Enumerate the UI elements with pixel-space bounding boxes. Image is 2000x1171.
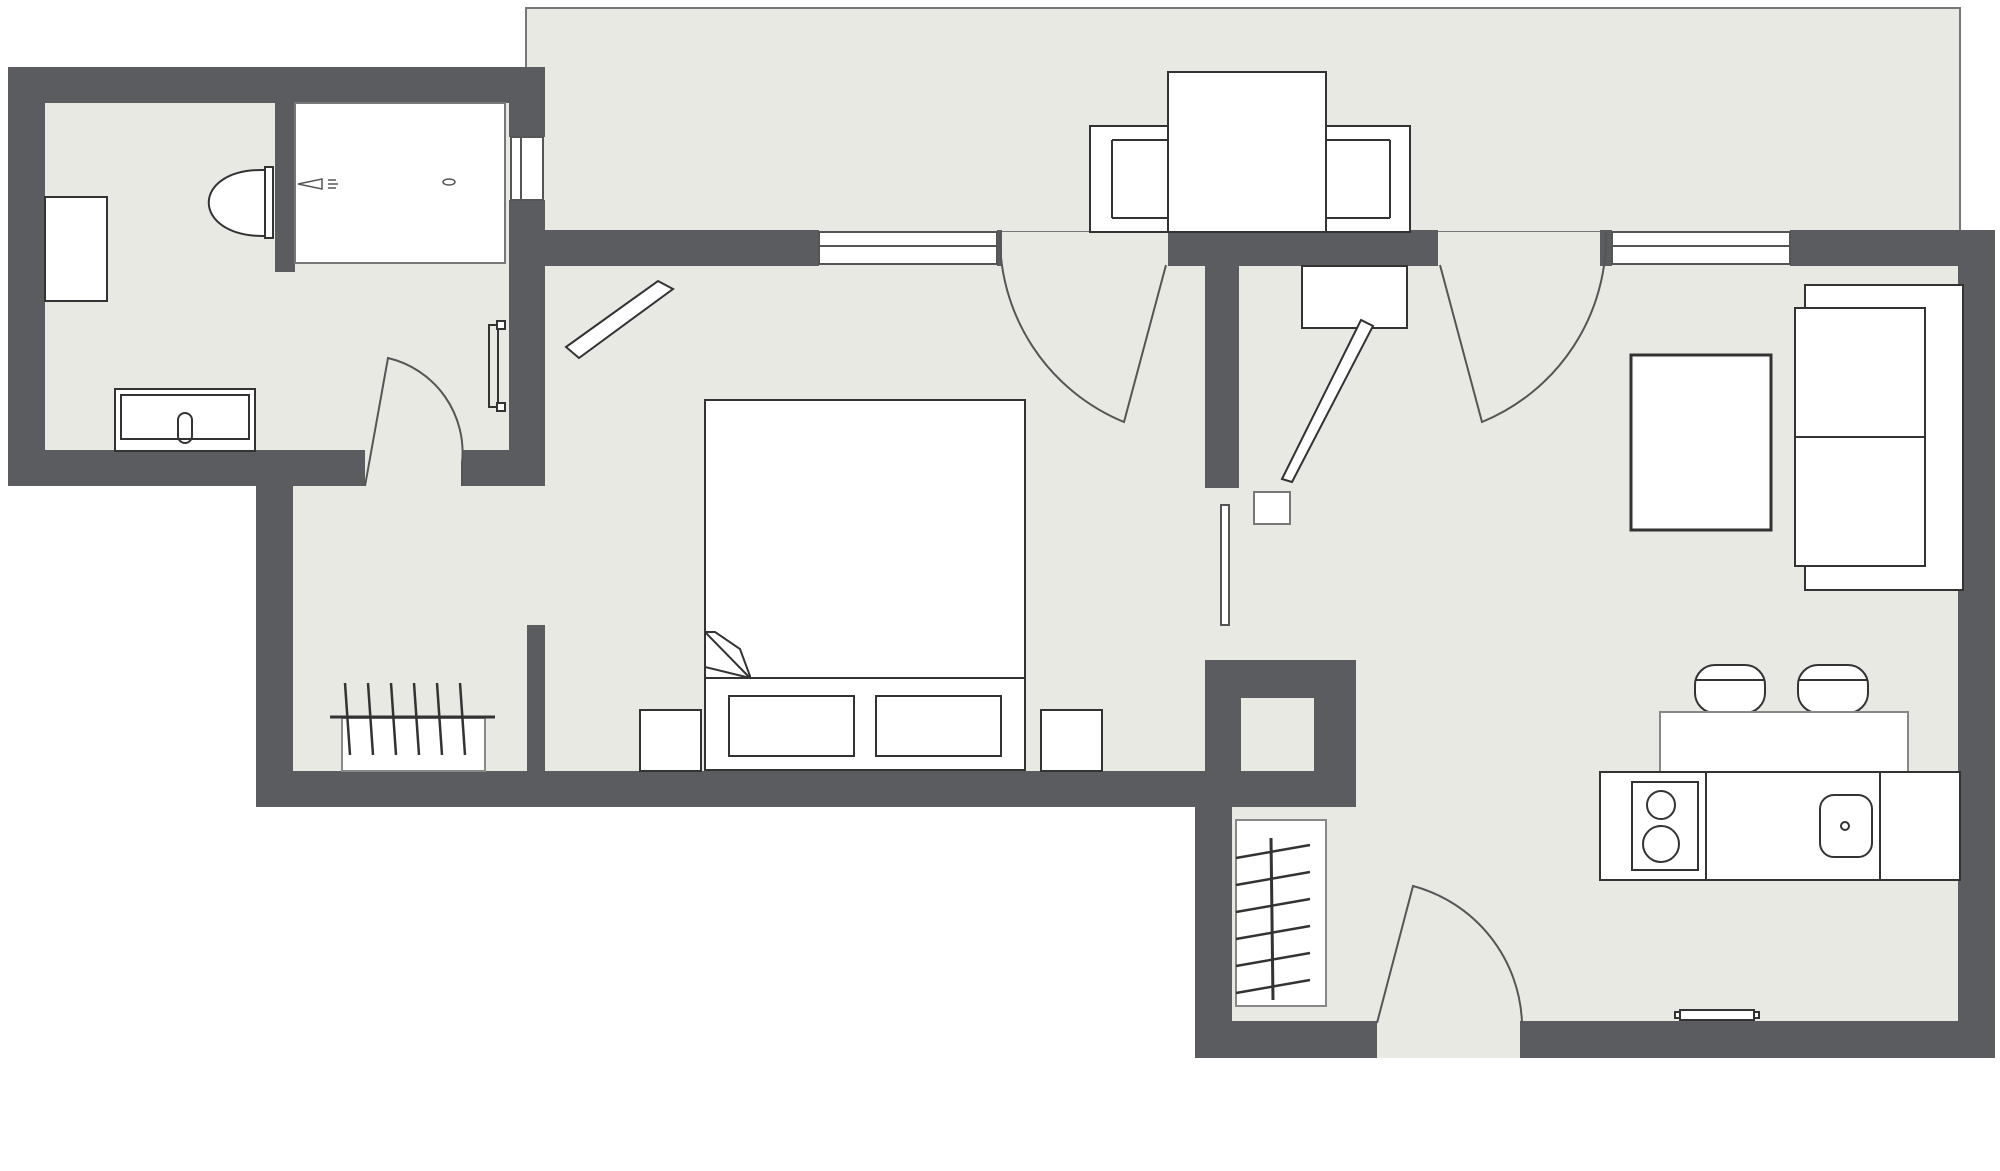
windows [510, 136, 1791, 265]
bedroom-wall-top-a [509, 230, 819, 266]
bedroom-wall-mirror [564, 279, 675, 360]
pillow-left [728, 695, 855, 757]
bedroom-balcony-door [998, 231, 1167, 424]
bedroom-wall-left [256, 450, 293, 807]
hallway-wall-left [1195, 807, 1232, 1058]
shower-head-icon [297, 178, 456, 190]
central-pillar-right [1314, 660, 1356, 807]
toilet [208, 166, 274, 239]
balcony-chair-right [1325, 125, 1411, 233]
shower [294, 102, 506, 264]
balcony-chair-left [1089, 125, 1169, 233]
sofa [1794, 284, 1964, 591]
entrance-gap-floor [1375, 1020, 1525, 1040]
coffee-table [1629, 353, 1773, 532]
hob-burner-top-icon [1646, 790, 1676, 820]
entrance-door [1376, 884, 1523, 1024]
wall-cabinet [1301, 265, 1408, 329]
pillow-right [875, 695, 1002, 757]
walls [8, 67, 1995, 1058]
wardrobe-partition [527, 625, 545, 772]
radiator [1679, 1009, 1755, 1021]
bedroom-furniture [330, 279, 1103, 772]
stool [1253, 491, 1291, 525]
living-window [1611, 231, 1791, 265]
central-pillar-left [1205, 660, 1241, 807]
hob-burner-bottom-icon [1642, 825, 1680, 863]
hallway-furniture [1235, 265, 1408, 1007]
living-wall-right [1958, 230, 1995, 1058]
bathroom-wall-left [8, 67, 45, 486]
kitchen-sink [1819, 794, 1873, 858]
washbasin [114, 388, 256, 452]
living-wall-bottom-right [1520, 1021, 1995, 1058]
living-balcony-door [1439, 231, 1608, 424]
shoe-rack [1235, 819, 1327, 1007]
washbasin-tap-icon [177, 412, 193, 444]
shower-partition [275, 103, 295, 272]
bathroom-wall-right-upper [509, 67, 545, 137]
dining-table [1167, 71, 1327, 233]
bathroom-cabinet [44, 196, 108, 302]
kitchen-counter [1599, 771, 1961, 881]
bar-stool-left [1694, 664, 1766, 714]
central-wall-vertical [1205, 230, 1239, 488]
living-furniture [1599, 284, 1964, 1021]
hob [1631, 781, 1699, 871]
hallway-mirror [1280, 318, 1375, 484]
bathroom-window [510, 136, 544, 201]
coat-rack [330, 682, 495, 772]
bedroom-window [818, 231, 998, 265]
bar-stool-right [1797, 664, 1869, 714]
balcony-furniture [1089, 71, 1411, 233]
sink-drain-icon [1840, 821, 1850, 831]
bathroom-door [364, 356, 464, 487]
bathroom-wall-top [8, 67, 545, 103]
bathroom-wall-bottom-left [8, 450, 365, 486]
shower-drain-icon [442, 178, 456, 186]
bedside-table-right [1040, 709, 1103, 772]
doors [364, 231, 1608, 1024]
bathroom-furniture [44, 102, 506, 452]
bedside-table-left [639, 709, 702, 772]
bedroom-wall-bottom [256, 771, 1356, 807]
sliding-door-panel [1220, 504, 1230, 626]
towel-rail [488, 324, 499, 408]
bar-counter [1659, 711, 1909, 773]
